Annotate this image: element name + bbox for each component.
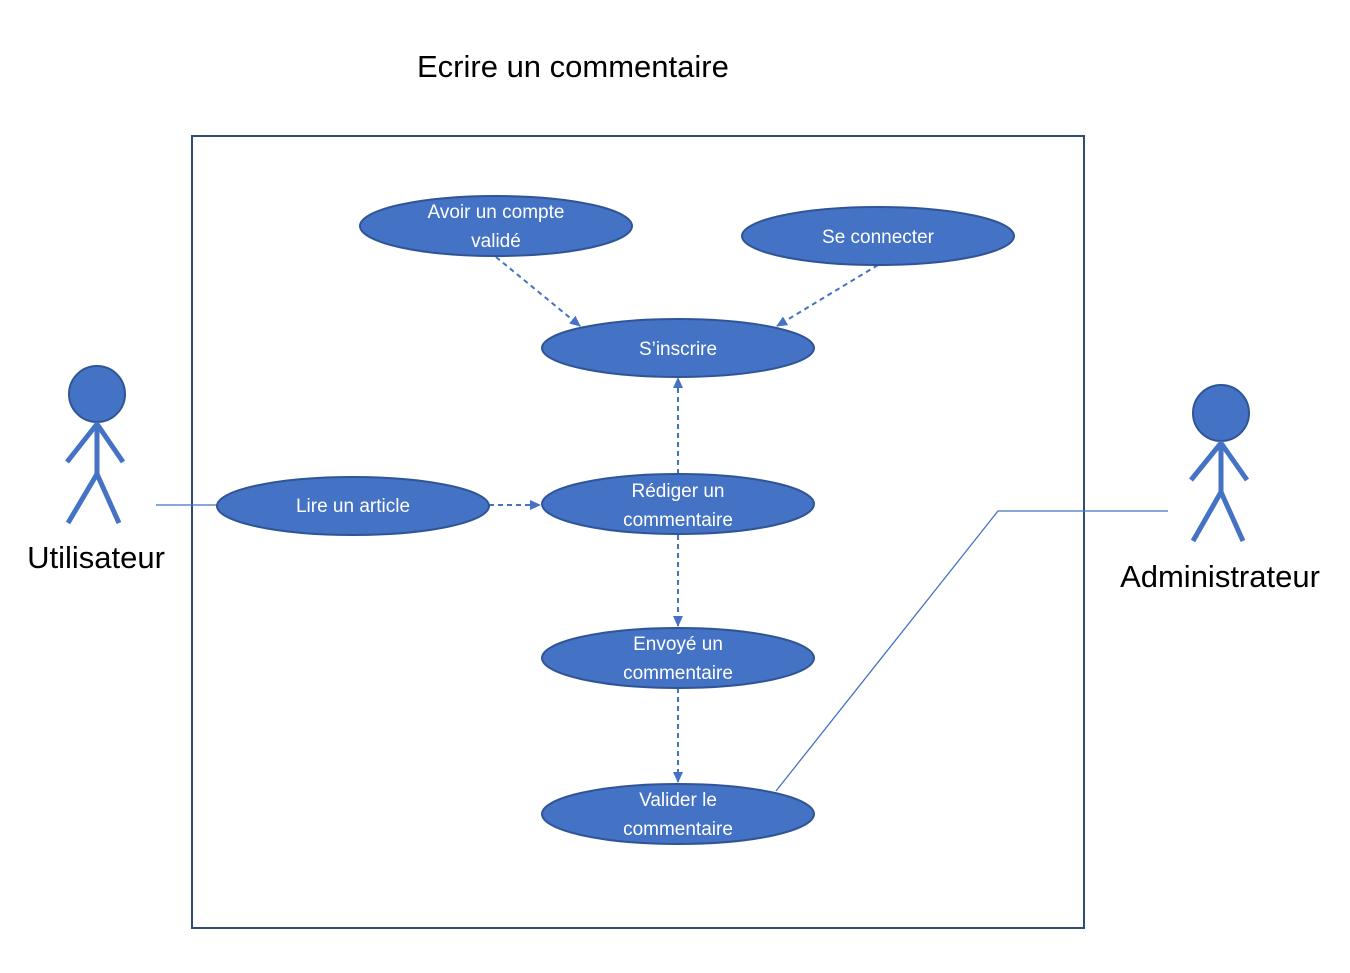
actor-administrateur[interactable]: Administrateur [1120, 384, 1320, 594]
use-case-label: Lire un article [296, 496, 410, 517]
use-case-label: Rédiger un [632, 481, 725, 502]
use-case-ellipse [216, 476, 490, 536]
association-administrateur-valider [775, 510, 1168, 792]
use-case-label: commentaire [623, 663, 733, 684]
use-case-sinscrire[interactable]: S’inscrire [541, 318, 815, 378]
use-case-ellipse [541, 627, 815, 689]
actor-label: Administrateur [1120, 559, 1320, 594]
use-case-rediger-commentaire[interactable]: Rédiger un commentaire [541, 473, 815, 535]
use-case-ellipse [359, 195, 633, 257]
use-case-avoir-compte-valide[interactable]: Avoir un compte validé [359, 195, 633, 257]
diagram-title: Ecrire un commentaire [417, 49, 729, 84]
actor-utilisateur[interactable]: Utilisateur [27, 365, 165, 575]
use-case-ellipse [541, 473, 815, 535]
use-case-label: validé [471, 231, 521, 252]
use-case-ellipse [541, 318, 815, 378]
use-case-ellipse [541, 783, 815, 845]
actor-label: Utilisateur [27, 540, 165, 575]
dependency-avoir-compte-to-sinscrire [495, 256, 581, 327]
use-case-label: Envoyé un [633, 634, 723, 655]
system-boundary [191, 135, 1085, 929]
use-case-envoye-commentaire[interactable]: Envoyé un commentaire [541, 627, 815, 689]
use-case-label: Avoir un compte [428, 202, 565, 223]
dependency-se-connecter-to-sinscrire [776, 264, 879, 327]
stick-figure-icon [1189, 384, 1250, 543]
use-case-lire-article[interactable]: Lire un article [216, 476, 490, 536]
use-case-label: Valider le [639, 790, 717, 811]
use-case-label: commentaire [623, 510, 733, 531]
use-case-label: Se connecter [822, 227, 935, 248]
use-case-se-connecter[interactable]: Se connecter [741, 206, 1015, 266]
use-case-ellipse [741, 206, 1015, 266]
use-case-label: commentaire [623, 819, 733, 840]
use-case-valider-commentaire[interactable]: Valider le commentaire [541, 783, 815, 845]
use-case-label: S’inscrire [639, 339, 717, 360]
stick-figure-icon [65, 365, 126, 525]
